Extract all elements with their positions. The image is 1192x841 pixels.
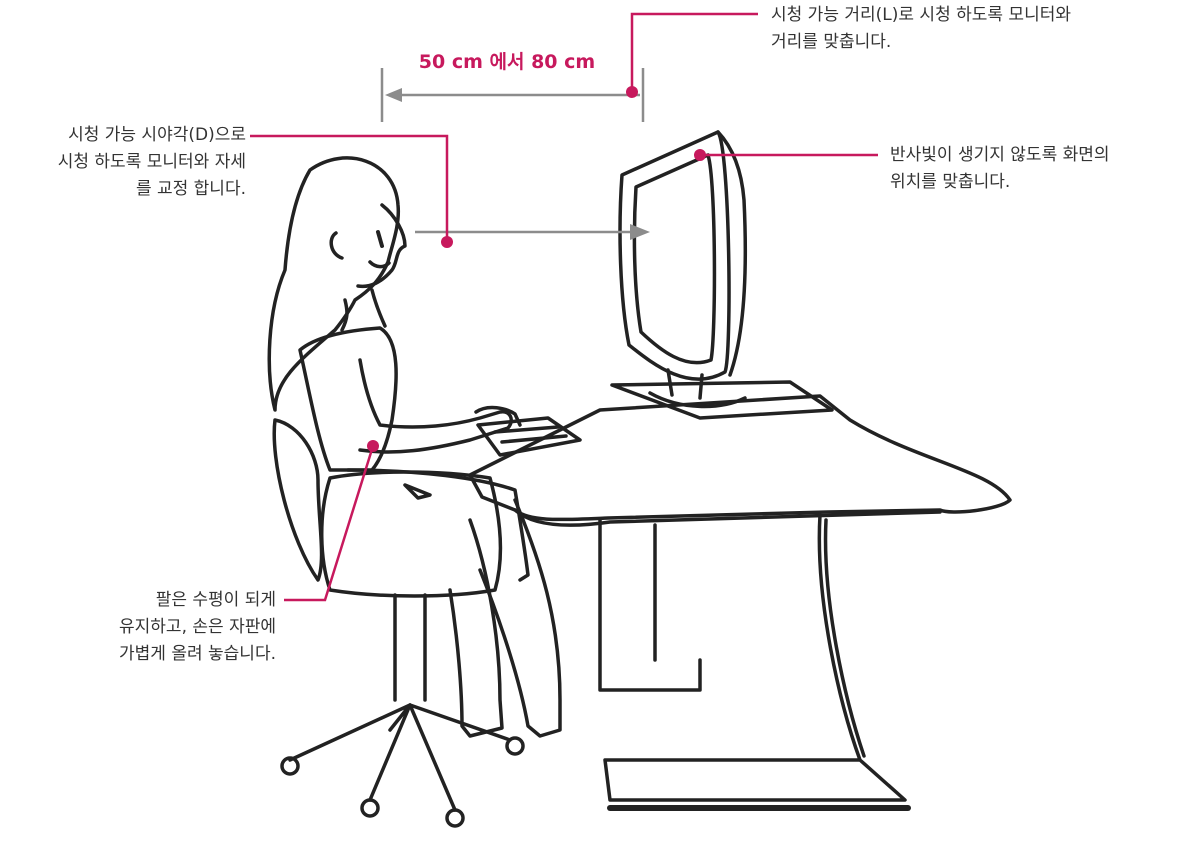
callout-line: 시청 하도록 모니터와 자세: [57, 152, 246, 172]
keyboard: [476, 416, 582, 457]
dot-viewing-distance: [626, 86, 638, 98]
monitor-frame: [618, 130, 731, 381]
woman-hand: [474, 405, 522, 427]
woman-leg-front: [478, 498, 562, 738]
desk-leg-inner: [823, 518, 866, 758]
callout-line: 거리를 맞춥니다.: [771, 32, 892, 52]
keyboard-keys: [493, 425, 568, 444]
chair-post: [393, 593, 427, 702]
dot-arm-posture: [367, 440, 379, 452]
chair-seat: [320, 470, 503, 598]
chair-wheel: [360, 798, 380, 818]
callout-viewing-angle: 시청 가능 시야각(D)으로 시청 하도록 모니터와 자세 를 교정 합니다.: [6, 122, 246, 203]
desk-top: [468, 394, 1012, 522]
callout-line: 유지하고, 손은 자판에: [119, 617, 276, 637]
chair-seat-shadow: [403, 483, 432, 500]
leader-viewing-angle: [250, 134, 449, 240]
callout-line: 시청 가능 시야각(D)으로: [68, 125, 246, 145]
woman-eye: [376, 230, 384, 248]
callout-arm-posture: 팔은 수평이 되게 유지하고, 손은 자판에 가볍게 올려 놓습니다.: [60, 587, 276, 668]
callout-line: 를 교정 합니다.: [135, 179, 246, 199]
monitor-base-stand: [648, 391, 747, 409]
callout-viewing-distance: 시청 가능 거리(L)로 시청 하도록 모니터와 거리를 맞춥니다.: [771, 2, 1071, 56]
woman-leg-back: [448, 518, 504, 738]
leader-viewing-distance: [630, 12, 758, 92]
monitor-side: [716, 130, 748, 377]
callout-line: 반사빛이 생기지 않도록 화면의: [890, 145, 1110, 165]
chair-back: [272, 418, 324, 582]
monitor-base: [610, 380, 834, 420]
sight-arrowhead: [630, 224, 650, 240]
woman-smile: [368, 260, 391, 269]
desk-leg: [603, 513, 907, 802]
woman-ear: [329, 231, 344, 260]
desk-back-leg: [598, 518, 702, 692]
callout-line: 가볍게 올려 놓습니다.: [119, 644, 276, 664]
chair-wheel: [280, 756, 300, 776]
distance-range-label: 50 cm 에서 80 cm: [418, 51, 596, 73]
woman-face: [356, 203, 407, 289]
distance-arrowhead: [385, 88, 402, 102]
woman-arm: [358, 358, 513, 454]
monitor-screen: [632, 153, 717, 365]
woman-hair: [267, 156, 401, 412]
callout-line: 시청 가능 거리(L)로 시청 하도록 모니터와: [771, 5, 1071, 25]
callout-line: 위치를 맞춥니다.: [890, 172, 1011, 192]
dot-viewing-angle: [441, 236, 453, 248]
woman-neck: [340, 288, 387, 332]
chair-wheel: [505, 736, 525, 756]
chair-wheel: [445, 808, 465, 828]
dot-screen-position: [694, 149, 706, 161]
chair-base: [288, 703, 512, 812]
leader-arm-posture: [284, 445, 375, 602]
callout-line: 팔은 수평이 되게: [155, 590, 276, 610]
woman-torso: [298, 326, 398, 472]
callout-screen-position: 반사빛이 생기지 않도록 화면의 위치를 맞춥니다.: [890, 142, 1110, 196]
